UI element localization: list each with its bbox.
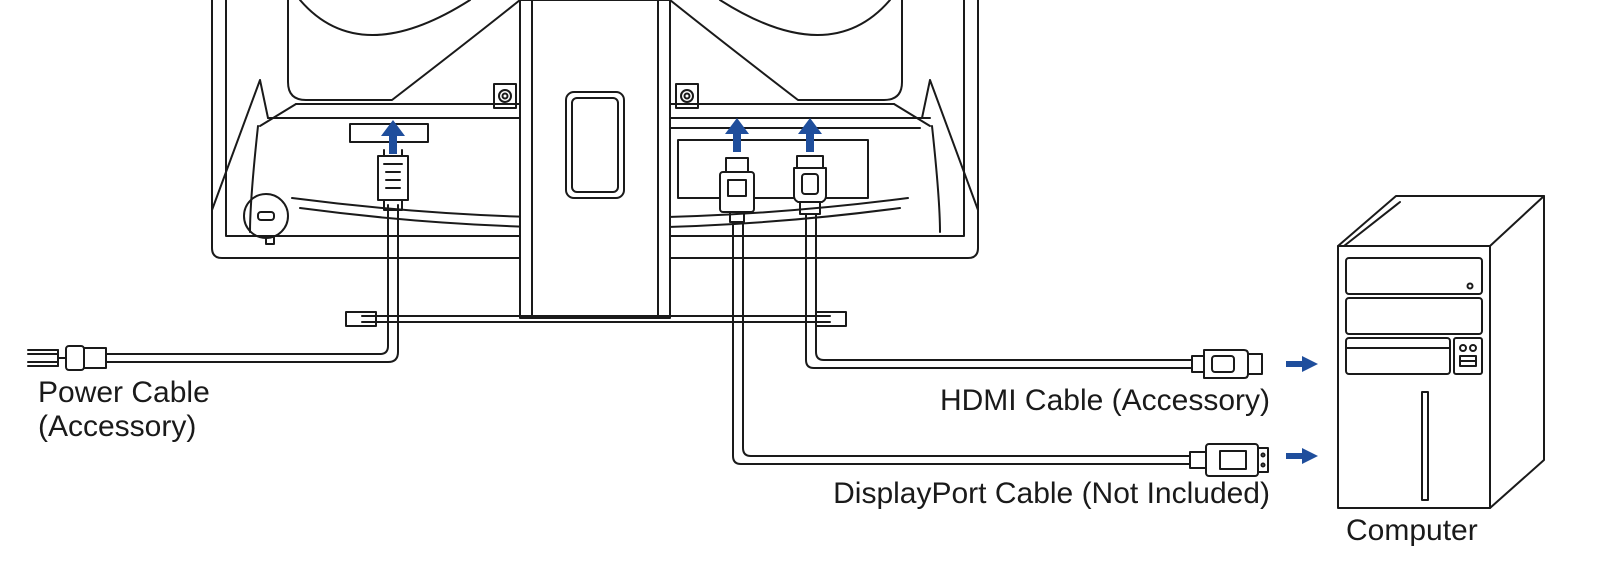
displayport-connector-icon xyxy=(1189,443,1269,477)
displayport-cable xyxy=(719,157,1191,465)
displayport-cable-label: DisplayPort Cable (Not Included) xyxy=(833,477,1270,510)
monitor-stand xyxy=(345,0,847,327)
arrow-up-icon xyxy=(381,120,405,154)
hdmi-connector-icon xyxy=(1191,349,1263,379)
arrow-up-icon xyxy=(725,118,749,152)
arrow-up-icon xyxy=(798,118,822,152)
ac-plug-icon xyxy=(27,345,107,371)
hdmi-cable xyxy=(793,155,1193,369)
arrow-right-icon xyxy=(1286,356,1318,372)
computer-label: Computer xyxy=(1346,514,1478,547)
computer-tower-icon xyxy=(1337,195,1545,509)
arrow-right-icon xyxy=(1286,448,1318,464)
hdmi-cable-label: HDMI Cable (Accessory) xyxy=(939,384,1270,417)
power-cable-sublabel: (Accessory) xyxy=(38,410,197,443)
monitor-back-icon xyxy=(211,0,979,259)
power-cable-label: Power Cable xyxy=(38,376,210,409)
security-lock-icon xyxy=(243,193,289,245)
power-cable xyxy=(103,149,409,363)
